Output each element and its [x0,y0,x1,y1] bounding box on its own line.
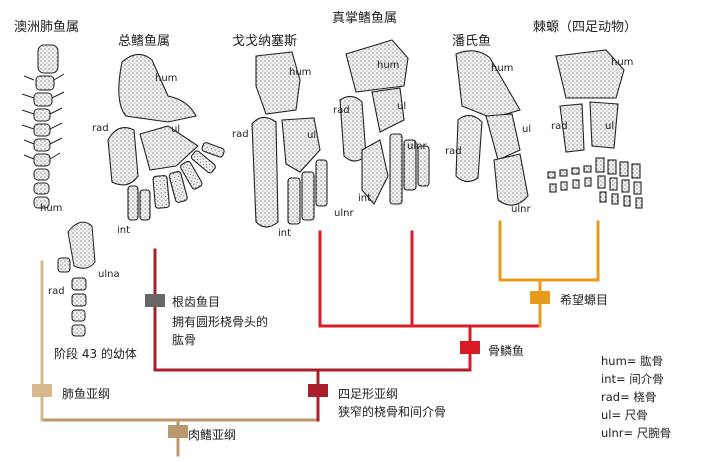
rhizodontida-description-line-2: 肱骨 [172,333,197,347]
legend-entry-int: int= 间介骨 [601,372,664,386]
bone-label-hum: hum [611,57,634,68]
legend-entry-ulnr: ulnr= 尺腕骨 [601,426,672,440]
elpistostegalia-marker [530,291,550,304]
bone-label-ul: ul [522,124,532,135]
bone-label-hum: hum [491,63,514,74]
rhizodontida-marker [145,294,165,307]
osteolepiformes-marker [460,341,480,354]
bone-label-ul: ul [307,130,317,141]
bone-label-ulnr: ulnr [407,141,427,152]
tiktaalik-fin-drawing [339,39,430,205]
cladogram-branches [40,220,600,457]
taxon-acanthostega: 棘螈（四足动物） [533,20,638,35]
gogonasus-fin-drawing [251,51,328,228]
bone-label-rad: rad [232,129,249,140]
stage-43-juvenile-label: 阶段 43 的幼体 [54,347,137,361]
taxon-panderichthys: 潘氏鱼 [452,34,492,49]
rhizodontida-label: 根齿鱼目 [172,295,221,309]
juvenile-fin-drawing [57,221,96,337]
acanthostega-limb-drawing [547,49,643,209]
bone-label-rad: rad [551,121,568,132]
taxon-australian-lungfish: 澳洲肺鱼属 [14,20,80,35]
bone-label-hum: hum [40,203,63,214]
eusthenopteron-fin-drawing [107,53,225,221]
elpistostegalia-label: 希望螈目 [560,293,609,307]
bone-label-rad: rad [92,123,109,134]
bone-label-hum: hum [377,60,400,71]
bone-label-int: int [358,193,372,204]
dipnomorpha-label: 肺鱼亚纲 [62,387,111,401]
dipnomorpha-marker [32,384,52,397]
taxon-eusthenopteron: 总鳍鱼属 [118,34,171,49]
sarcopterygii-marker [168,425,188,438]
lungfish-fin-drawing [21,44,65,209]
bone-label-ulna: ulna [98,269,120,280]
taxon-tiktaalik: 真掌鳍鱼属 [332,11,398,26]
bone-label-rad: rad [333,105,350,116]
tetrapodomorpha-marker [308,384,328,397]
bone-label-int: int [117,225,131,236]
legend-entry-rad: rad= 桡骨 [601,390,657,404]
bone-label-ulnr: ulnr [334,208,354,219]
sarcopterygii-label: 肉鳍亚纲 [188,428,237,442]
bone-label-hum: hum [155,73,178,84]
osteolepiformes-label: 骨鳞鱼 [488,344,525,358]
bone-label-hum: hum [289,67,312,78]
bone-label-rad: rad [48,286,65,297]
bone-label-rad: rad [445,146,462,157]
bone-label-ul: ul [605,121,615,132]
cladogram-node-markers [32,291,550,438]
tetrapodomorpha-label: 四足形亚纲 [338,387,399,401]
bone-label-ul: ul [171,124,181,135]
bone-label-ul: ul [397,101,407,112]
panderichthys-fin-drawing [455,50,529,206]
taxon-gogonasus: 戈戈纳塞斯 [232,34,298,49]
tetrapodomorpha-description: 狭窄的桡骨和间介骨 [338,405,447,419]
bone-label-int: int [278,228,292,239]
legend-entry-ul: ul= 尺骨 [601,408,648,422]
legend-entry-hum: hum= 肱骨 [601,354,664,368]
bone-label-ulnr: ulnr [511,204,531,215]
rhizodontida-description-line-1: 拥有圆形桡骨头的 [172,315,269,329]
